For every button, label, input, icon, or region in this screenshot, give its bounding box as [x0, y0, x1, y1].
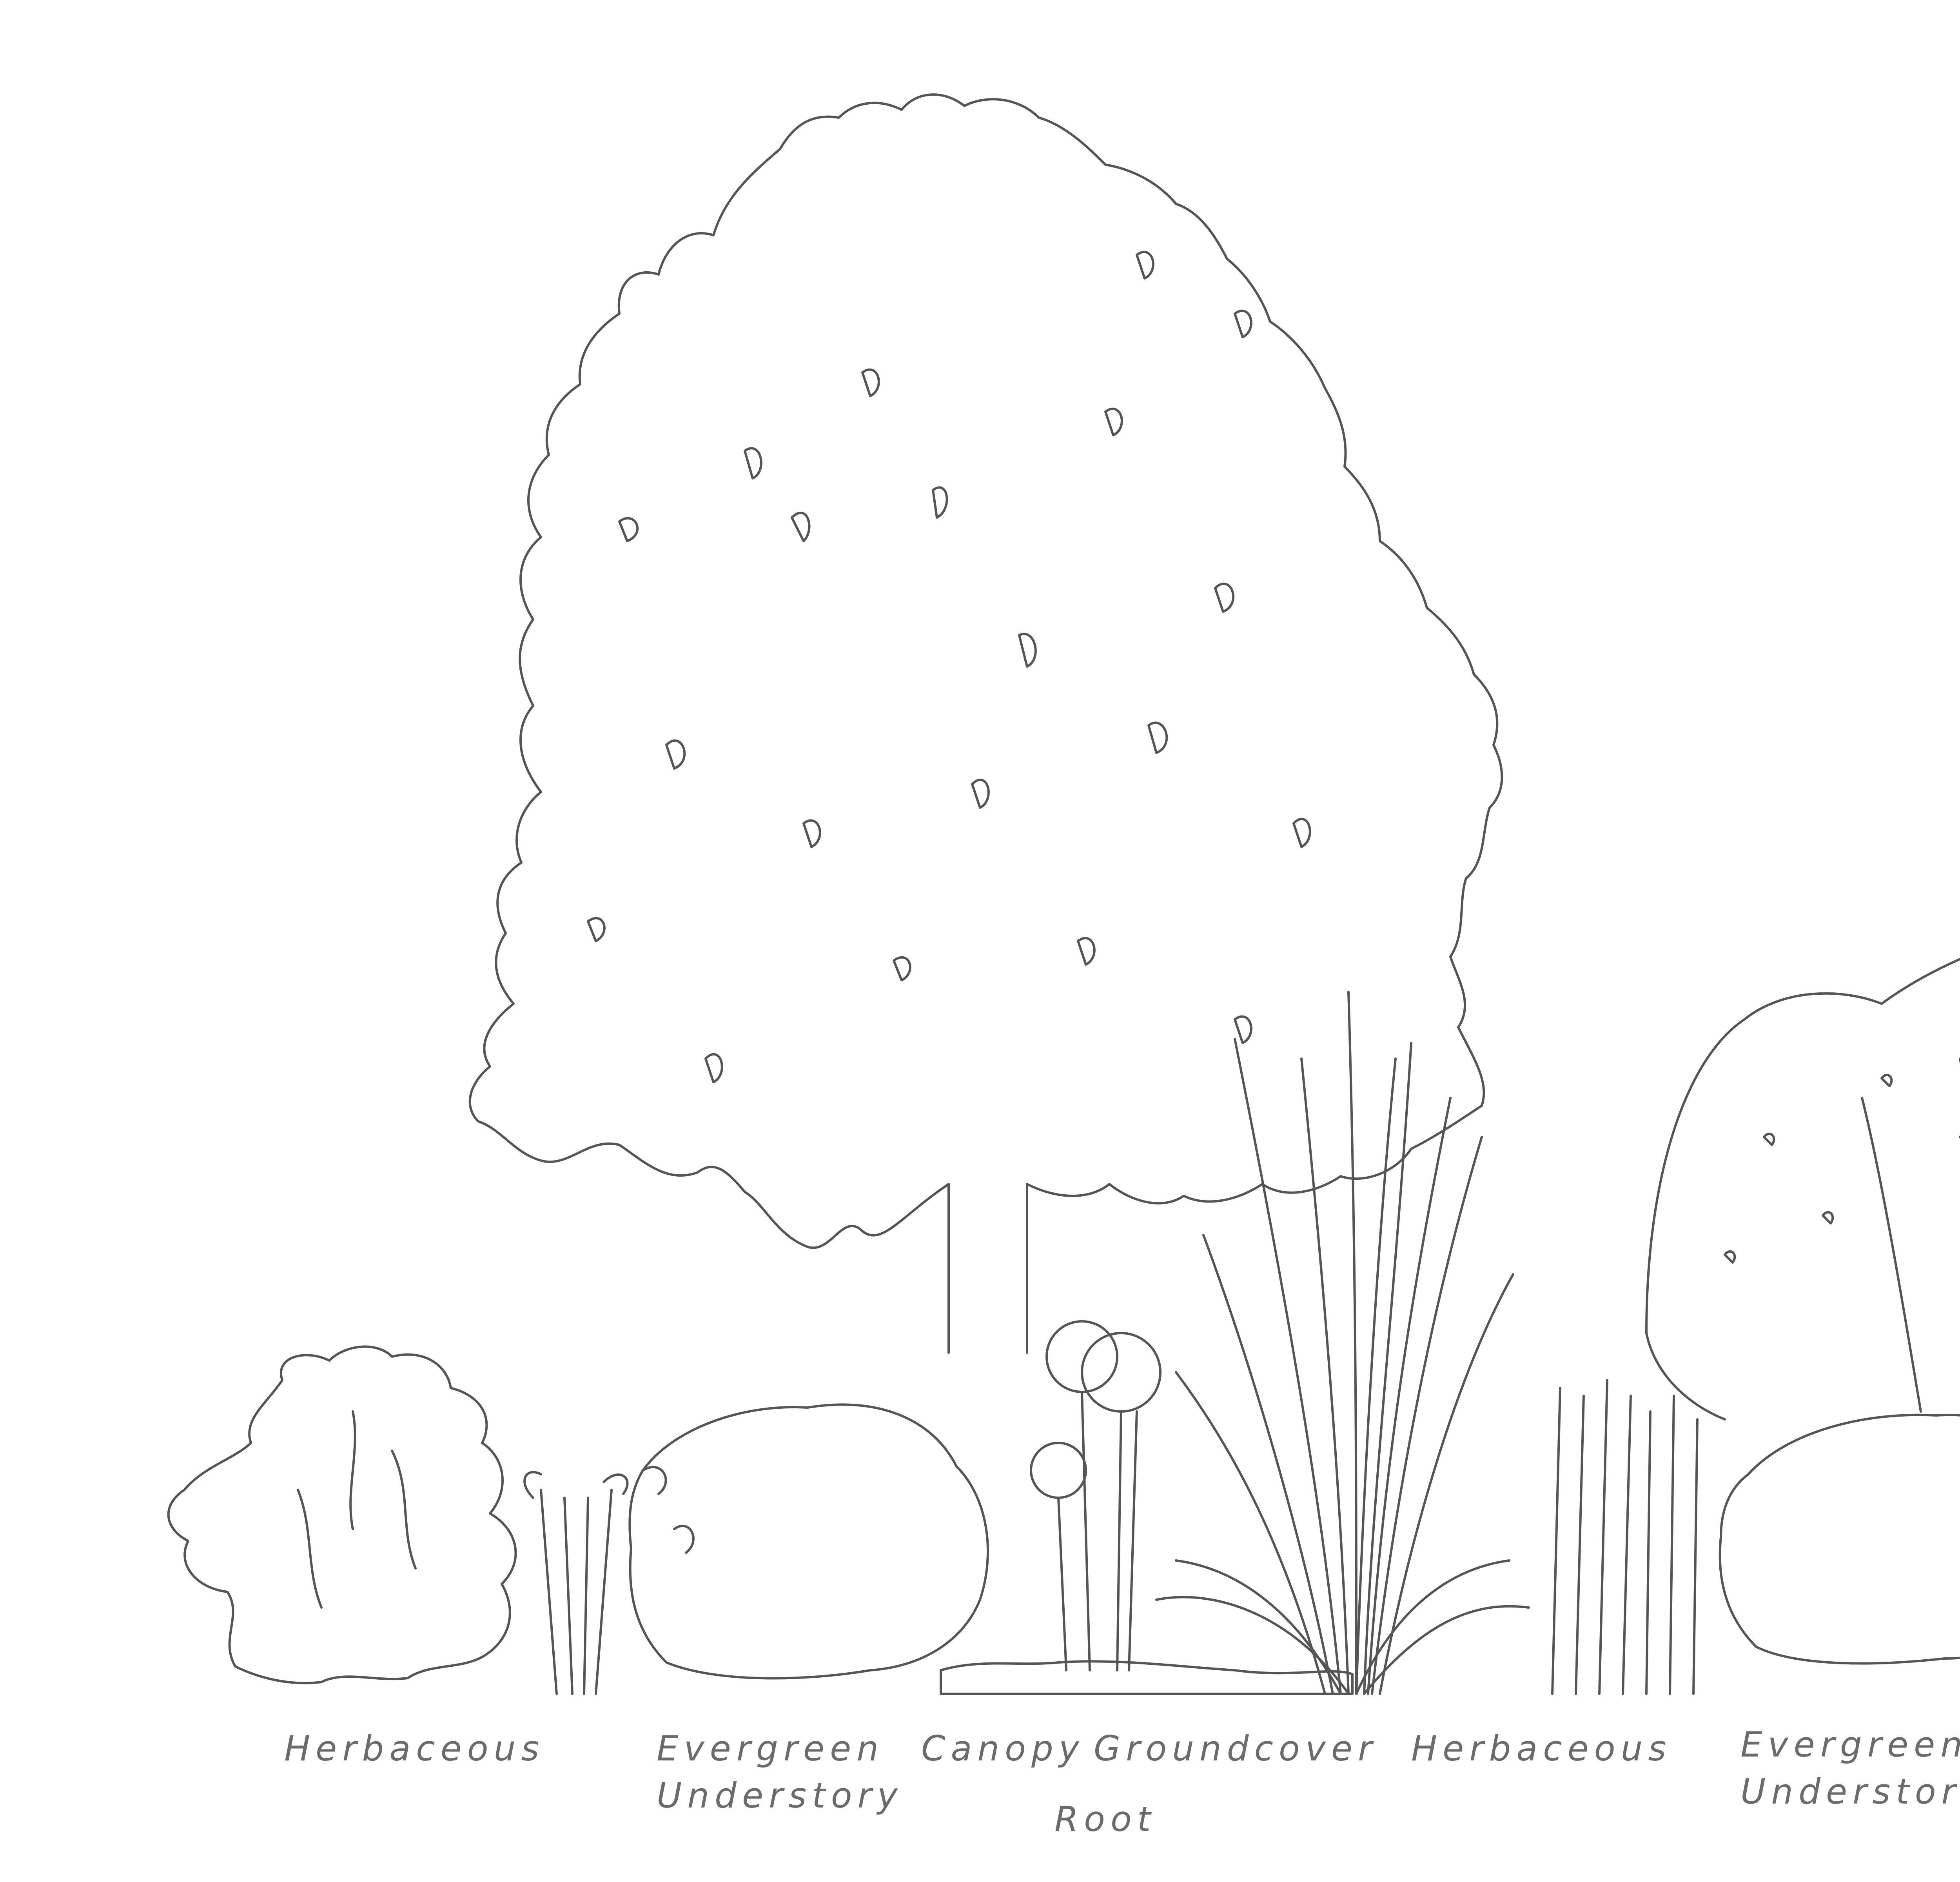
- label-evergreen-understory-left-line2: Understory: [657, 1775, 903, 1816]
- label-root-left: Root: [1054, 1799, 1156, 1839]
- label-groundcover: Groundcover: [1094, 1728, 1378, 1769]
- shrub-drawing: [1645, 957, 1960, 1421]
- herbaceous-mid-drawing: [1551, 1379, 1699, 1695]
- label-herbaceous-left: Herbaceous: [284, 1728, 545, 1769]
- evergreen-understory-right-drawing: [1719, 1413, 1960, 1665]
- label-herbaceous-mid: Herbaceous: [1411, 1728, 1672, 1769]
- canopy-tree-drawing: [468, 93, 1503, 1354]
- label-evergreen-understory-right-line2: Understory: [1740, 1771, 1960, 1812]
- label-evergreen-understory-left-line1: Evergreen: [657, 1728, 884, 1769]
- root-left-drawing: [523, 1466, 695, 1695]
- herbaceous-left-drawing: [167, 1345, 517, 1684]
- ornamental-grass-drawing: [1155, 991, 1530, 1695]
- label-canopy: Canopy: [921, 1728, 1085, 1769]
- evergreen-understory-left-drawing: [628, 1403, 989, 1680]
- label-evergreen-understory-right-line1: Evergreen: [1740, 1724, 1960, 1765]
